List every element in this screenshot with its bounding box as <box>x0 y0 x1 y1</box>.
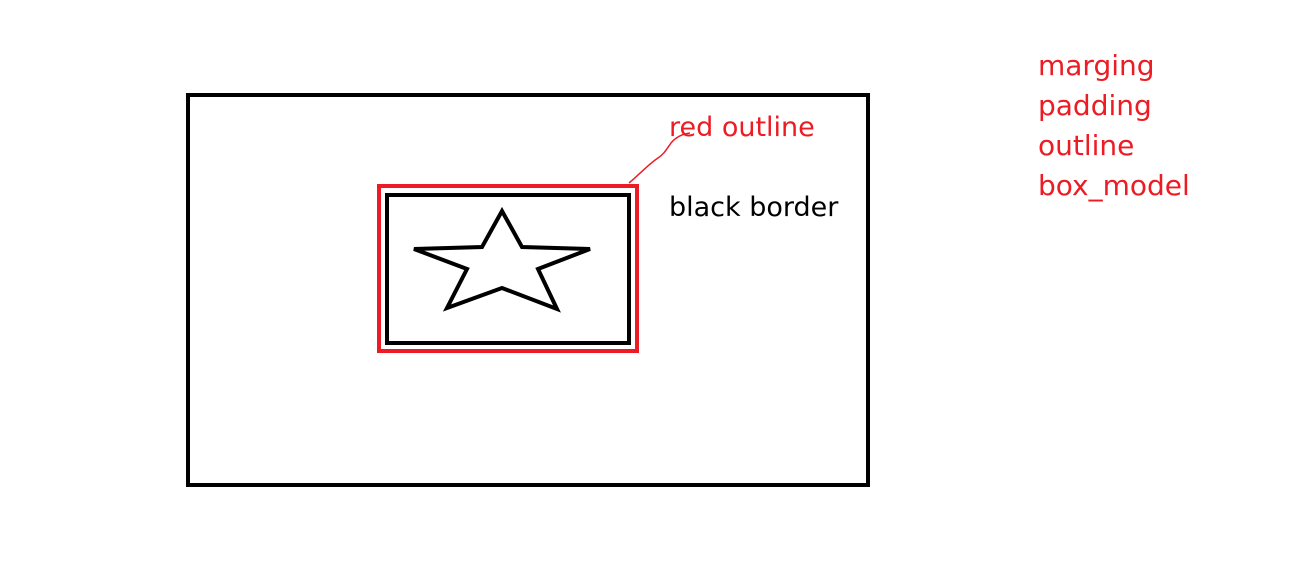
note-marging: marging <box>1038 49 1155 82</box>
note-outline: outline <box>1038 129 1135 162</box>
red-outline-label: red outline <box>669 112 815 143</box>
star-icon <box>413 206 591 313</box>
outer-box <box>186 93 870 487</box>
note-box-model: box_model <box>1038 169 1190 202</box>
black-border-rect <box>385 193 631 345</box>
outline-pointer <box>628 132 691 184</box>
notes-list: marging padding outline box_model <box>1038 46 1190 206</box>
note-padding: padding <box>1038 89 1152 122</box>
black-border-label: black border <box>669 192 839 223</box>
red-outline-rect <box>377 184 639 353</box>
